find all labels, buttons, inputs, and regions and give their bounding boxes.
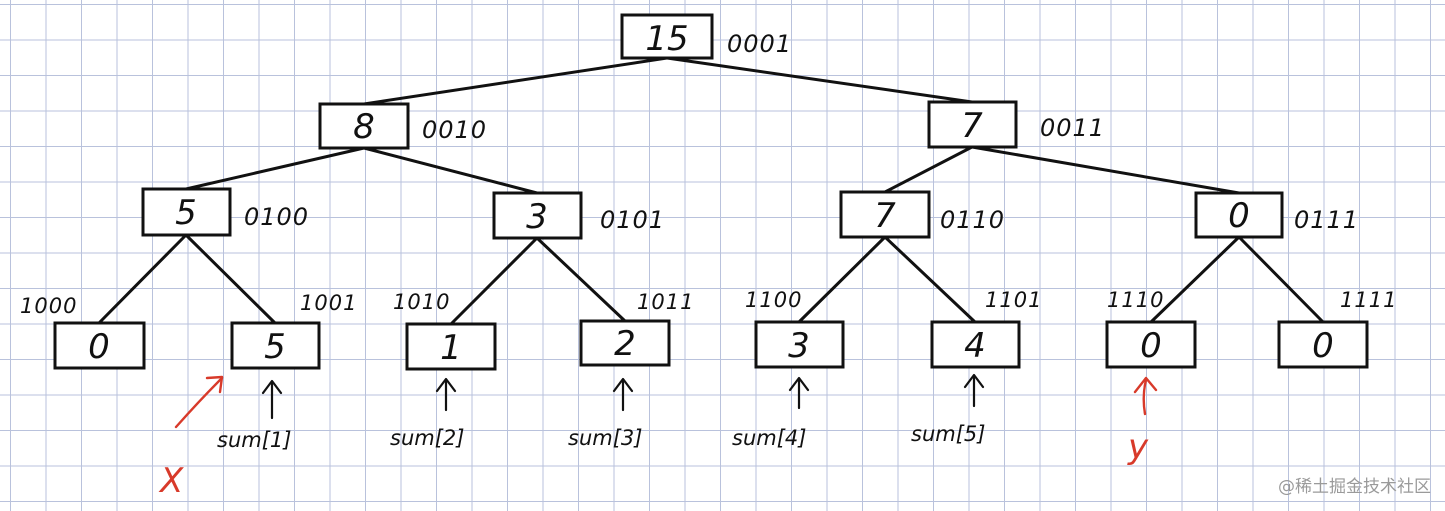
leaf-code-1: 1000 <box>20 294 77 318</box>
leaf-code-5: 1100 <box>745 288 802 312</box>
marker-y: y <box>1127 427 1149 467</box>
node-value-l1-1: 8 <box>353 107 375 147</box>
edge-8-5 <box>184 146 366 191</box>
node-box-l2-1 <box>141 187 232 237</box>
sum-label-5: sum[5] <box>911 422 985 446</box>
leaf-code-3: 1010 <box>393 290 450 314</box>
node-box-root <box>620 13 714 60</box>
leaf-box-2 <box>230 321 321 370</box>
leaf-box-5 <box>754 320 845 369</box>
leaf-value-8: 0 <box>1312 326 1334 366</box>
edge-7-0 <box>970 145 1241 195</box>
leaf-value-1: 0 <box>88 327 110 367</box>
node-value-l2-2: 3 <box>526 197 548 237</box>
leaf-box-6 <box>930 320 1021 369</box>
edge-5-leaf2 <box>184 233 277 325</box>
leaf-value-5: 3 <box>788 326 810 366</box>
leaf-box-7 <box>1105 320 1197 369</box>
node-code-l2-2: 0101 <box>600 206 665 234</box>
leaf-box-3 <box>405 322 497 371</box>
edge-7-leaf6 <box>883 235 977 324</box>
sum-label-4: sum[4] <box>732 426 806 450</box>
edge-root-left <box>362 56 669 106</box>
leaf-code-2: 1001 <box>300 291 357 315</box>
node-code-l2-4: 0111 <box>1294 206 1359 234</box>
node-value-l2-4: 0 <box>1228 196 1250 236</box>
leaf-value-3: 1 <box>440 328 462 368</box>
leaf-code-6: 1101 <box>985 288 1042 312</box>
tree-edges <box>97 56 1325 326</box>
edge-0-leaf7 <box>1149 235 1241 324</box>
node-box-l2-3 <box>839 190 931 239</box>
leaf-box-4 <box>579 319 671 367</box>
node-box-l2-4 <box>1194 191 1284 239</box>
leaf-value-6: 4 <box>964 326 986 366</box>
node-value-root: 15 <box>645 19 688 59</box>
node-code-l2-1: 0100 <box>244 203 309 231</box>
node-box-l1-2 <box>927 100 1018 149</box>
up-arrow-icon <box>435 377 457 412</box>
marker-x: X <box>158 461 184 501</box>
leaf-value-7: 0 <box>1140 326 1162 366</box>
leaf-value-2: 5 <box>264 327 286 367</box>
leaf-code-7: 1110 <box>1107 288 1164 312</box>
node-box-l1-1 <box>318 102 410 150</box>
node-value-l2-1: 5 <box>175 193 197 233</box>
leaf-code-8: 1111 <box>1340 288 1397 312</box>
edge-7-7 <box>883 145 974 194</box>
edge-0-leaf8 <box>1237 235 1325 324</box>
node-code-root: 0001 <box>727 30 792 58</box>
edge-root-right <box>665 56 974 104</box>
leaf-box-8 <box>1277 320 1369 369</box>
node-value-l2-3: 7 <box>874 196 896 236</box>
node-value-l1-2: 7 <box>961 106 983 146</box>
sum-label-1: sum[1] <box>217 428 291 452</box>
leaf-code-4: 1011 <box>637 290 694 314</box>
up-arrow-icon <box>788 376 810 410</box>
leaf-value-4: 2 <box>614 324 636 364</box>
up-arrow-icon <box>612 377 634 412</box>
node-code-l2-3: 0110 <box>940 206 1005 234</box>
leaf-box-1 <box>53 321 146 370</box>
up-arrow-icon <box>963 373 985 408</box>
node-code-l1-2: 0011 <box>1040 114 1105 142</box>
red-up-arrow-icon <box>1133 376 1158 416</box>
edge-5-leaf1 <box>97 233 188 325</box>
edge-3-leaf3 <box>449 236 539 326</box>
tree-nodes <box>53 13 1369 371</box>
sum-arrows <box>261 373 985 420</box>
edge-8-3 <box>362 146 539 195</box>
node-box-l2-2 <box>492 191 583 240</box>
up-arrow-icon <box>261 379 283 420</box>
sum-label-3: sum[3] <box>568 426 642 450</box>
node-code-l1-1: 0010 <box>422 116 487 144</box>
watermark: @稀土掘金技术社区 <box>1278 477 1431 497</box>
edge-7-leaf5 <box>797 235 887 324</box>
edge-3-leaf4 <box>535 236 627 323</box>
sum-label-2: sum[2] <box>390 426 464 450</box>
red-diagonal-arrow-icon <box>174 375 224 429</box>
